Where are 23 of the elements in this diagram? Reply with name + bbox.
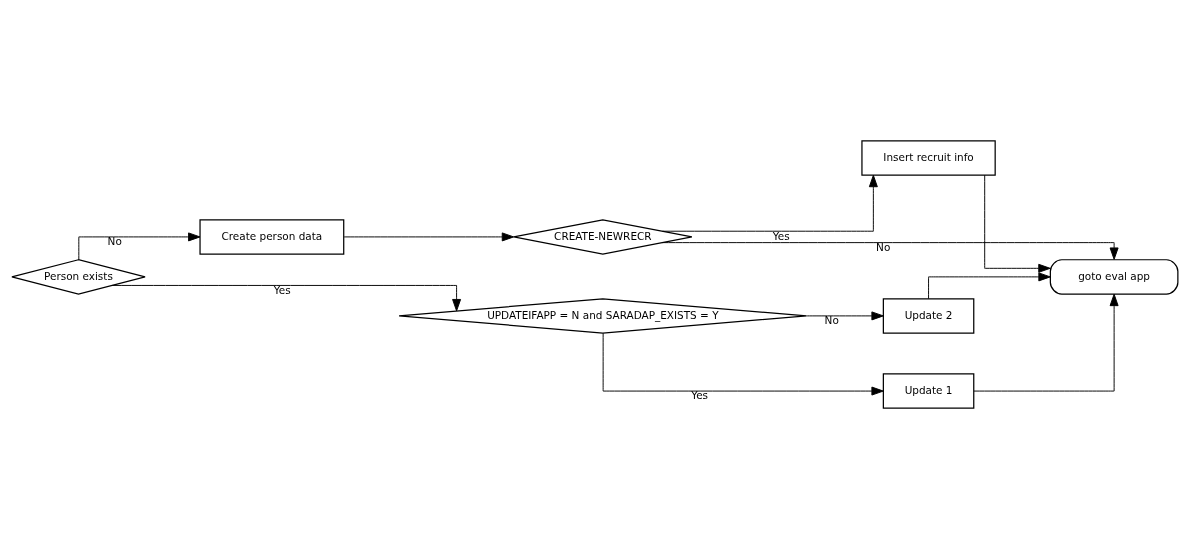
node-box: Update 2 — [882, 297, 975, 334]
edge-label: Yes — [691, 388, 709, 401]
node-box: goto eval app — [1049, 258, 1179, 295]
edge-label: Yes — [273, 283, 291, 296]
arrow — [111, 284, 462, 311]
edge-label: No — [876, 240, 891, 253]
edge-label: No — [824, 313, 839, 326]
edge-label: No — [107, 234, 122, 247]
arrow — [662, 174, 878, 232]
edge-label: Yes — [772, 229, 790, 242]
arrow — [928, 271, 1051, 299]
arrow — [602, 332, 884, 396]
arrow — [984, 174, 1051, 273]
arrow — [343, 231, 515, 241]
node-box: Insert recruit info — [861, 139, 996, 176]
node-diamond: Person exists — [11, 258, 146, 295]
arrow — [973, 293, 1119, 392]
arrow — [806, 310, 884, 320]
arrow — [661, 241, 1119, 260]
arrow — [78, 231, 201, 260]
node-box: Update 1 — [882, 372, 975, 409]
node-box: Create person data — [199, 218, 345, 255]
node-diamond: CREATE-NEWRECR — [513, 218, 693, 255]
